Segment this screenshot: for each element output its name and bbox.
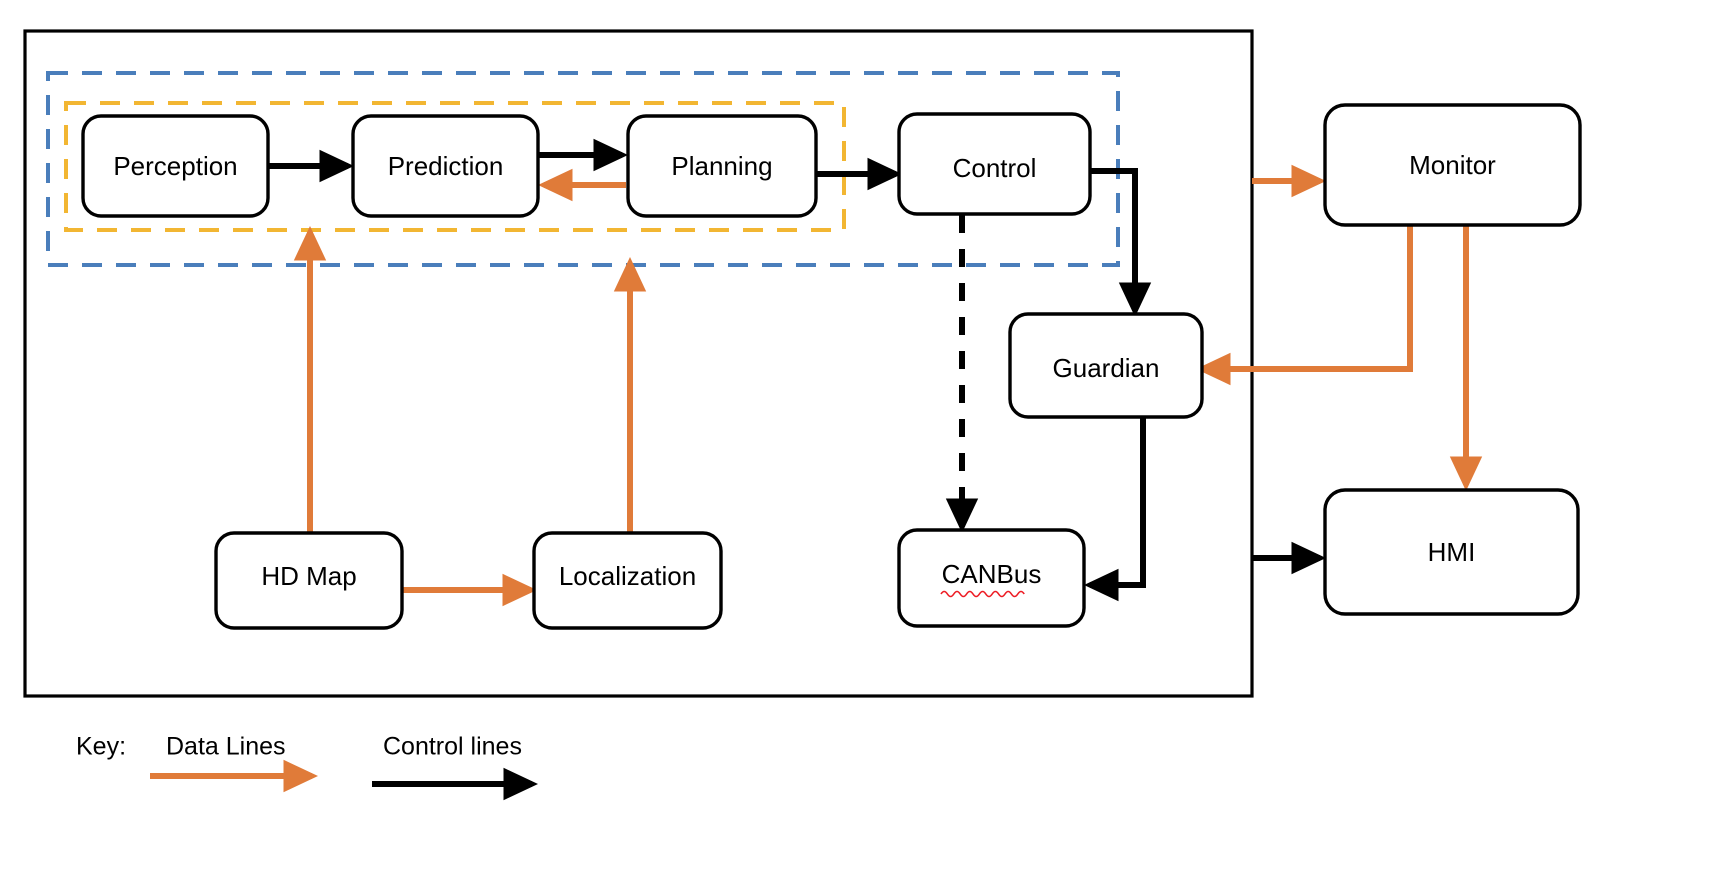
- legend-title: Key:: [76, 733, 126, 761]
- node-label-prediction: Prediction: [388, 151, 504, 181]
- node-control[interactable]: Control: [897, 112, 1092, 216]
- node-label-hmi: HMI: [1428, 537, 1476, 567]
- edge-guardian-canbus: [1084, 417, 1146, 602]
- group-box-inner: [64, 101, 846, 232]
- node-hdmap[interactable]: HD Map: [214, 531, 404, 630]
- node-label-guardian: Guardian: [1053, 353, 1160, 383]
- node-localization[interactable]: Localization: [532, 531, 723, 630]
- node-perception[interactable]: Perception: [81, 114, 270, 218]
- node-prediction[interactable]: Prediction: [351, 114, 540, 218]
- node-canbus[interactable]: CANBus: [897, 528, 1086, 628]
- node-label-planning: Planning: [671, 151, 772, 181]
- node-label-monitor: Monitor: [1409, 150, 1496, 180]
- node-label-canbus: CANBus: [942, 559, 1042, 589]
- legend: Key: Data Lines Control lines: [76, 733, 538, 801]
- node-label-perception: Perception: [113, 151, 237, 181]
- node-hmi[interactable]: HMI: [1323, 488, 1580, 616]
- legend-label-data-lines: Data Lines: [166, 733, 286, 761]
- node-label-control: Control: [953, 153, 1037, 183]
- system-boundary: [23, 29, 1254, 698]
- node-monitor[interactable]: Monitor: [1323, 103, 1582, 227]
- node-label-hdmap: HD Map: [261, 561, 356, 591]
- node-label-localization: Localization: [559, 561, 696, 591]
- legend-label-control-lines: Control lines: [383, 733, 522, 761]
- edge-control-guardian: [1090, 168, 1152, 317]
- edge-monitor-guardian: [1196, 226, 1413, 386]
- node-planning[interactable]: Planning: [626, 114, 818, 218]
- node-guardian[interactable]: Guardian: [1008, 312, 1204, 419]
- spellcheck-underline: [940, 590, 1025, 598]
